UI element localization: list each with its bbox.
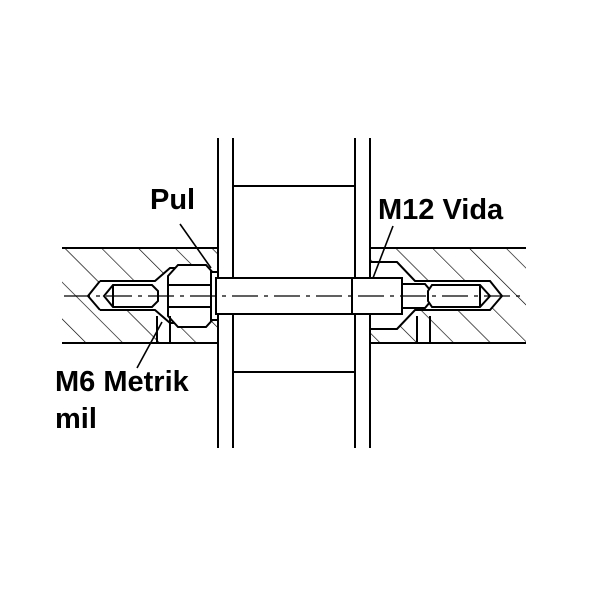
right-plate <box>370 247 526 344</box>
label-m6-metric: M6 Metrik <box>55 366 189 398</box>
label-pin: mil <box>55 403 97 435</box>
tapped-holes <box>156 316 431 342</box>
leader-m12 <box>372 225 394 279</box>
label-washer: Pul <box>150 184 196 216</box>
label-m12-screw: M12 Vida <box>378 194 504 226</box>
leader-lines <box>136 223 394 369</box>
leader-pul <box>179 223 212 269</box>
leader-m6 <box>136 321 163 369</box>
